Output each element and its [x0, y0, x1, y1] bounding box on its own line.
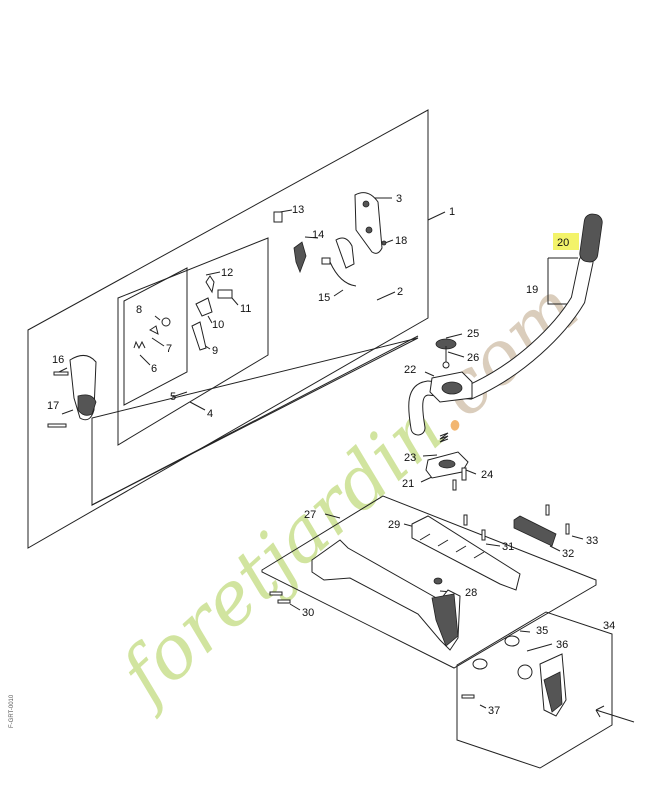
- label-28[interactable]: 28: [465, 587, 477, 599]
- label-22[interactable]: 22: [404, 364, 416, 376]
- label-1[interactable]: 1: [449, 206, 455, 218]
- kit-box-34: [456, 611, 613, 769]
- kit-box-4: [117, 237, 269, 446]
- highlight-20: [553, 233, 579, 250]
- label-30[interactable]: 30: [302, 607, 314, 619]
- label-27[interactable]: 27: [304, 509, 316, 521]
- label-5[interactable]: 5: [170, 391, 176, 403]
- screw-24b: [452, 479, 457, 491]
- kit-box-2-edge: [91, 335, 419, 506]
- label-16[interactable]: 16: [52, 354, 64, 366]
- kit-box-27: [261, 495, 597, 669]
- cable-15: [329, 261, 357, 287]
- damper-35: [504, 635, 520, 647]
- label-17[interactable]: 17: [47, 400, 59, 412]
- plate-29: [411, 515, 521, 591]
- label-3[interactable]: 3: [396, 193, 402, 205]
- control-housing-3: [354, 192, 383, 254]
- label-37[interactable]: 37: [488, 705, 500, 717]
- screw-33: [545, 504, 550, 516]
- label-8[interactable]: 8: [136, 304, 142, 316]
- clamp-lower-hole: [438, 459, 456, 469]
- screw-18: [381, 240, 387, 246]
- strip-32: [513, 515, 557, 547]
- clamp-hole: [441, 381, 463, 395]
- label-7[interactable]: 7: [166, 343, 172, 355]
- label-9[interactable]: 9: [212, 345, 218, 357]
- part-labels: 1 2 3 4 5 6 7 8 9 10 11 12 13 14 15 16 1…: [47, 193, 615, 717]
- part-28: [433, 577, 443, 585]
- drawing-code: F-GRT-0010: [9, 694, 15, 728]
- bracket-10: [195, 297, 213, 317]
- screw-16: [53, 371, 69, 376]
- nut-13: [273, 211, 283, 223]
- label-10[interactable]: 10: [212, 319, 224, 331]
- label-4[interactable]: 4: [207, 408, 213, 420]
- clip-7: [149, 325, 159, 335]
- label-35[interactable]: 35: [536, 625, 548, 637]
- spring-6: [133, 340, 146, 350]
- trigger-14: [293, 241, 307, 274]
- left-handle-grip: [77, 394, 97, 416]
- damper-35b: [472, 658, 488, 670]
- direction-arrow: [595, 709, 635, 723]
- label-34[interactable]: 34: [603, 620, 615, 632]
- label-11[interactable]: 11: [240, 303, 251, 315]
- clip-36: [517, 664, 533, 680]
- screw-30b: [277, 599, 291, 604]
- label-36[interactable]: 36: [556, 639, 568, 651]
- label-29[interactable]: 29: [388, 519, 400, 531]
- label-32[interactable]: 32: [562, 548, 574, 560]
- screw-31: [463, 514, 468, 526]
- screw-24: [461, 467, 467, 481]
- label-6[interactable]: 6: [151, 363, 157, 375]
- screw-17: [47, 423, 67, 428]
- label-19[interactable]: 19: [526, 284, 538, 296]
- screw-33b: [565, 523, 570, 535]
- direction-arrow-head: [595, 705, 605, 718]
- label-13[interactable]: 13: [292, 204, 304, 216]
- label-33[interactable]: 33: [586, 535, 598, 547]
- label-18[interactable]: 18: [395, 235, 407, 247]
- label-21[interactable]: 21: [402, 478, 414, 490]
- screw-37: [461, 694, 475, 699]
- connector-15: [321, 257, 331, 265]
- plate-29-ribs: [419, 533, 485, 559]
- label-15[interactable]: 15: [318, 292, 330, 304]
- spring-part-12: [205, 275, 215, 294]
- housing-screw-2: [365, 226, 373, 234]
- lever-11: [217, 289, 233, 299]
- label-12[interactable]: 12: [221, 267, 233, 279]
- spring-23: [439, 432, 449, 443]
- handlebar-tube: [409, 255, 593, 435]
- watermark-foret: foretjardin.com: [101, 265, 595, 721]
- rod-9: [191, 321, 207, 351]
- ring-8: [161, 317, 171, 327]
- label-26[interactable]: 26: [467, 352, 479, 364]
- label-14[interactable]: 14: [312, 229, 324, 241]
- label-24[interactable]: 24: [481, 469, 493, 481]
- base-frame-27: [311, 539, 461, 651]
- kit-box-5: [123, 267, 188, 406]
- switch-15: [335, 237, 355, 269]
- screw-31b: [481, 529, 486, 541]
- label-23[interactable]: 23: [404, 452, 416, 464]
- label-2[interactable]: 2: [397, 286, 403, 298]
- washer-26: [442, 361, 450, 369]
- kit-box-1: [27, 109, 429, 549]
- base-frame-end: [431, 593, 459, 647]
- housing-screw: [362, 200, 370, 208]
- label-25[interactable]: 25: [467, 328, 479, 340]
- watermark: foretjardin.com: [101, 265, 595, 721]
- label-20[interactable]: 20: [557, 237, 569, 249]
- label-31[interactable]: 31: [502, 541, 514, 553]
- handle-36-grip: [543, 671, 563, 713]
- grip-20: [579, 213, 603, 263]
- screw-30: [269, 591, 283, 596]
